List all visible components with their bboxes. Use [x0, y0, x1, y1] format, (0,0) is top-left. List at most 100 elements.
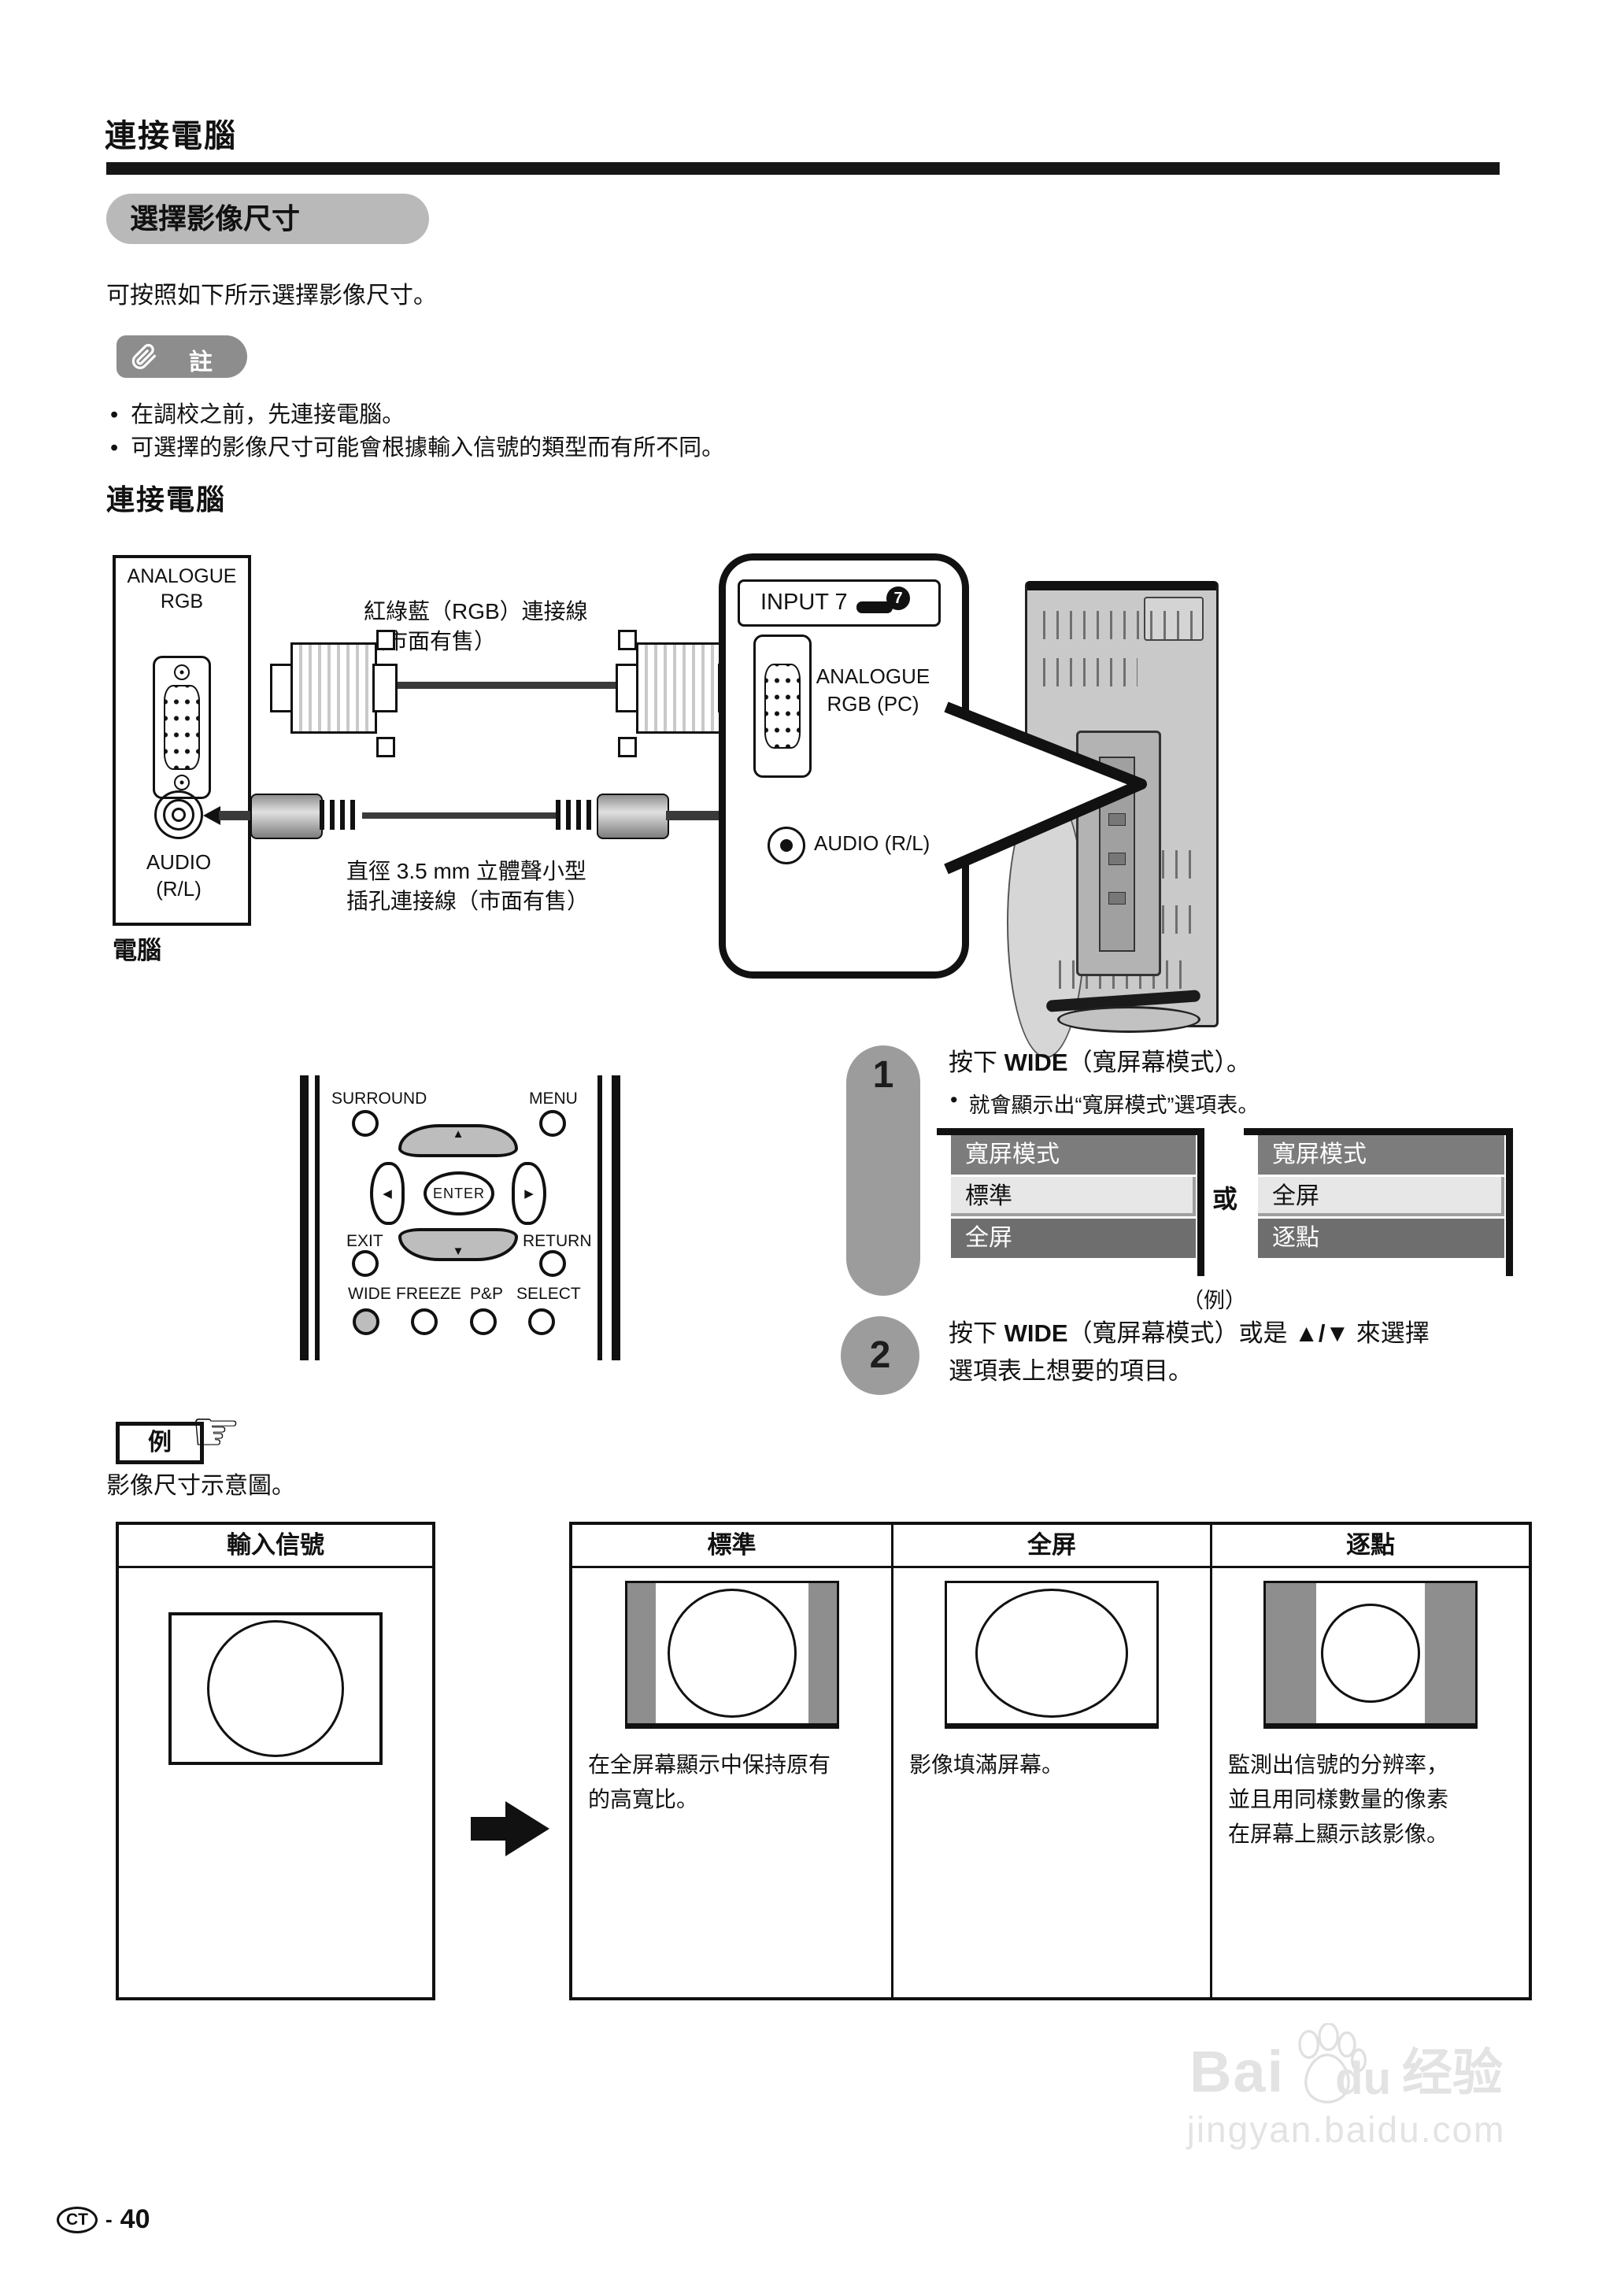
exit-button[interactable] — [352, 1250, 379, 1277]
surround-button[interactable] — [352, 1110, 379, 1137]
osd-left-right-bar — [1197, 1128, 1204, 1276]
panel-audio-label: AUDIO (R/L) — [814, 831, 930, 855]
enter-label: ENTER — [432, 1185, 485, 1201]
tv-vent-row — [1043, 611, 1193, 639]
column-fullscreen: 全屏 影像填滿屏幕。 — [891, 1525, 1210, 1997]
computer-port-line2: RGB — [160, 590, 204, 612]
note-bullet-1: • 在調校之前，先連接電腦。 — [110, 400, 405, 430]
left-button[interactable]: ◀ — [370, 1162, 405, 1225]
audio-plug-left-grip — [250, 794, 323, 839]
standard-desc-line2: 的高寬比。 — [588, 1787, 699, 1811]
watermark-brand-cn: 经验 — [1402, 2044, 1503, 2101]
pillarbox-bar-left — [627, 1583, 656, 1723]
audio-jack-icon — [154, 790, 203, 839]
step-1-capsule: 1 — [846, 1045, 920, 1296]
dotbydot-illustration — [1263, 1581, 1478, 1729]
computer-audio-label: AUDIO (R/L) — [113, 849, 245, 902]
note-bullet-1-text: 在調校之前，先連接電腦。 — [131, 402, 405, 427]
osd-right-item[interactable]: 逐點 — [1258, 1219, 1504, 1258]
note-badge: 註 — [117, 335, 247, 378]
audio-cable-label-line2: 插孔連接線（市面有售） — [346, 889, 590, 913]
note-bullet-2: • 可選擇的影像尺寸可能會根據輸入信號的類型而有所不同。 — [110, 433, 724, 463]
audio-plug-right-grip — [597, 794, 669, 839]
surround-label: SURROUND — [331, 1090, 427, 1108]
right-button[interactable]: ▶ — [512, 1162, 546, 1225]
dotbydot-desc-line3: 在屏幕上顯示該影像。 — [1228, 1822, 1449, 1846]
remote-edge-right-outer — [612, 1075, 620, 1360]
step-2-capsule: 2 — [841, 1316, 919, 1395]
wide-label: WIDE — [348, 1285, 391, 1303]
vga-plug-left-screw-bottom — [376, 737, 395, 757]
standard-circle — [667, 1589, 797, 1718]
audio-plug-left-shaft — [219, 811, 252, 820]
bullet-icon: • — [110, 402, 119, 427]
transform-arrow-icon — [471, 1801, 549, 1856]
down-button[interactable]: ▼ — [398, 1228, 518, 1261]
vga-plug-right-screw-top — [618, 630, 637, 650]
osd-example-caption: （例） — [1182, 1289, 1246, 1312]
pp-button[interactable] — [470, 1308, 497, 1335]
step-2-text-line1: 按下 WIDE（寬屏幕模式）或是 ▲/▼ 來選擇 — [949, 1313, 1430, 1349]
osd-left-header: 寬屏模式 — [951, 1135, 1196, 1175]
watermark-brand-post: du — [1335, 2053, 1391, 2104]
vga-female-icon — [153, 656, 211, 799]
or-label: 或 — [1212, 1185, 1238, 1213]
header-rule — [106, 162, 1500, 175]
select-button[interactable] — [528, 1308, 555, 1335]
footer-separator: - — [105, 2207, 113, 2231]
osd-right-top-bar — [1244, 1128, 1513, 1135]
baidu-paw-icon — [1298, 2023, 1367, 2104]
input7-button-icon — [856, 601, 893, 613]
step-2-key: WIDE — [1004, 1319, 1068, 1347]
computer-audio-line2: (R/L) — [156, 877, 202, 901]
freeze-label: FREEZE — [396, 1285, 461, 1303]
step-2-pre: 按下 — [949, 1319, 1004, 1347]
osd-left-item[interactable]: 全屏 — [951, 1219, 1196, 1258]
page-header-title: 連接電腦 — [105, 119, 237, 154]
rgb-cable-label-line2: （市面有售） — [364, 629, 497, 653]
vga-plug-left-tail — [372, 664, 398, 712]
left-arrow-icon: ◀ — [383, 1187, 392, 1201]
panel-rgb-line1: ANALOGUE — [816, 664, 930, 688]
panel-rgb-line2: RGB (PC) — [827, 692, 919, 716]
vga-plug-left-nose — [270, 664, 294, 712]
step-1-number: 1 — [872, 1054, 894, 1096]
watermark-url: jingyan.baidu.com — [1186, 2109, 1506, 2150]
computer-audio-line1: AUDIO — [146, 850, 212, 874]
osd-right-header: 寬屏模式 — [1258, 1135, 1504, 1175]
input-panel-title: INPUT 7 — [760, 590, 848, 615]
tv-vent-row — [1043, 658, 1138, 686]
callout-arrow — [944, 701, 1147, 875]
step-2-arrow-icons: ▲/▼ — [1294, 1319, 1350, 1347]
wide-button[interactable] — [353, 1308, 379, 1335]
standard-illustration — [624, 1581, 839, 1729]
panel-audio-jack-icon — [768, 827, 805, 864]
baidu-watermark: Bai du 经验 jingyan.baidu.com — [1134, 2023, 1559, 2151]
step-1-key: WIDE — [1004, 1049, 1068, 1076]
freeze-button[interactable] — [411, 1308, 438, 1335]
vga-plug-right — [636, 642, 723, 734]
computer-box — [113, 555, 251, 926]
osd-right-item-selected[interactable]: 全屏 — [1258, 1177, 1504, 1216]
return-label: RETURN — [523, 1232, 592, 1250]
computer-caption: 電腦 — [113, 937, 161, 964]
vga-plug-right-screw-bottom — [618, 737, 637, 757]
step-1-bullet: • 就會顯示出“寬屏模式”選項表。 — [950, 1088, 1259, 1119]
watermark-brand-pre: Bai — [1189, 2039, 1286, 2104]
audio-plug-left-ridges — [320, 800, 361, 830]
wide-mode-table: 標準 在全屏幕顯示中保持原有 的高寬比。 全屏 影像填滿屏幕。 逐點 — [569, 1522, 1532, 2000]
menu-button[interactable] — [539, 1110, 566, 1137]
return-button[interactable] — [539, 1250, 566, 1277]
remote-edge-right-inner — [597, 1075, 602, 1360]
fullscreen-illustration — [945, 1581, 1159, 1729]
fullscreen-desc-line1: 影像填滿屏幕。 — [909, 1752, 1064, 1777]
enter-button[interactable]: ENTER — [424, 1171, 494, 1215]
osd-left-item-selected[interactable]: 標準 — [951, 1177, 1196, 1216]
menu-label: MENU — [529, 1090, 578, 1108]
step-2-number: 2 — [869, 1334, 891, 1376]
up-button[interactable]: ▲ — [398, 1124, 518, 1157]
dotbydot-desc-line1: 監測出信號的分辨率， — [1228, 1752, 1449, 1777]
rgb-cable-label: 紅綠藍（RGB）連接線 （市面有售） — [364, 597, 588, 657]
input-signal-header: 輸入信號 — [119, 1525, 432, 1568]
step-1-text: 按下 WIDE（寬屏幕模式）。 — [949, 1042, 1251, 1078]
